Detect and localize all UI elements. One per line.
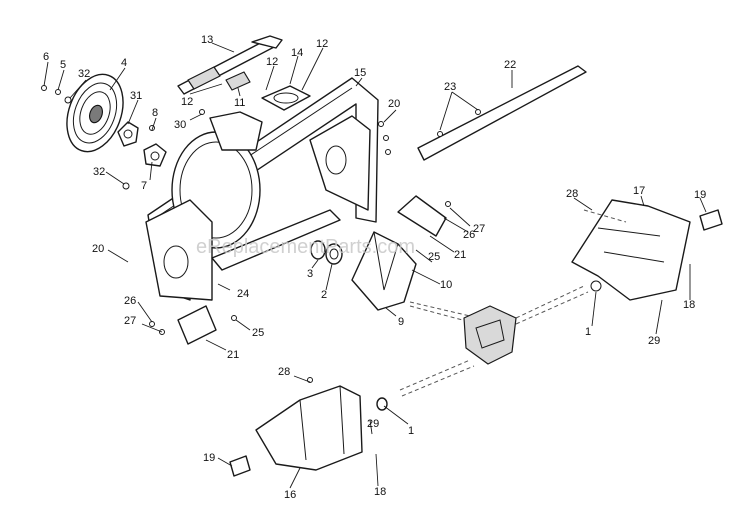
callout-21: 21 xyxy=(454,249,466,261)
callout-4: 4 xyxy=(121,57,127,69)
callout-25: 25 xyxy=(252,327,264,339)
callout-20: 20 xyxy=(92,243,104,255)
callout-labels: 6 5 32 4 13 14 12 12 12 11 15 31 30 8 7 … xyxy=(43,34,706,501)
callout-14: 14 xyxy=(291,47,303,59)
impeller[interactable] xyxy=(351,231,417,311)
callout-32: 32 xyxy=(78,68,90,80)
callout-32: 32 xyxy=(93,166,105,178)
callout-10: 10 xyxy=(440,279,452,291)
bolt-19-lower[interactable] xyxy=(229,455,251,477)
key-11[interactable] xyxy=(225,71,251,91)
callout-27: 27 xyxy=(124,315,136,327)
callout-1: 1 xyxy=(408,425,414,437)
bearing-bracket-right[interactable] xyxy=(571,199,691,301)
callout-26: 26 xyxy=(463,229,475,241)
callout-9: 9 xyxy=(398,316,404,328)
callout-22: 22 xyxy=(504,59,516,71)
callout-7: 7 xyxy=(141,180,147,192)
callout-31: 31 xyxy=(130,90,142,102)
callout-16: 16 xyxy=(284,489,296,501)
callout-11: 11 xyxy=(234,97,245,109)
callout-18: 18 xyxy=(374,486,386,498)
callout-30: 30 xyxy=(174,119,186,131)
leader-lines xyxy=(43,42,707,489)
callout-8: 8 xyxy=(152,107,158,119)
callout-12: 12 xyxy=(316,38,328,50)
callout-25: 25 xyxy=(428,251,440,263)
bolt-19-right[interactable] xyxy=(699,209,723,231)
side-plate-upper[interactable] xyxy=(397,195,451,237)
bearing-bracket-lower[interactable] xyxy=(255,377,388,471)
callout-18: 18 xyxy=(683,299,695,311)
gearbox[interactable] xyxy=(463,305,517,365)
callout-6: 6 xyxy=(43,51,49,63)
callout-29: 29 xyxy=(648,335,660,347)
auger-shaft xyxy=(399,285,589,397)
callout-27: 27 xyxy=(473,223,485,235)
washer-2[interactable] xyxy=(325,243,343,265)
callout-23: 23 xyxy=(444,81,456,93)
watermark-text: eReplacementParts.com xyxy=(196,236,415,258)
callout-12: 12 xyxy=(266,56,278,68)
callout-24: 24 xyxy=(237,288,249,300)
callout-13: 13 xyxy=(201,34,213,46)
callout-29: 29 xyxy=(367,418,379,430)
callout-19: 19 xyxy=(203,452,215,464)
callout-15: 15 xyxy=(354,67,366,79)
callout-26: 26 xyxy=(124,295,136,307)
washer-3[interactable] xyxy=(310,240,326,260)
plate-14[interactable] xyxy=(261,85,311,111)
callout-20: 20 xyxy=(388,98,400,110)
scraper-bar[interactable] xyxy=(417,65,587,161)
callout-1: 1 xyxy=(585,326,591,338)
callout-12: 12 xyxy=(181,96,193,108)
callout-3: 3 xyxy=(307,268,313,280)
callout-28: 28 xyxy=(566,188,578,200)
callout-5: 5 xyxy=(60,59,66,71)
side-plate-lower[interactable] xyxy=(149,305,237,345)
pulley[interactable] xyxy=(57,67,133,160)
bearing-7[interactable] xyxy=(143,143,167,167)
bearing-flange[interactable] xyxy=(117,121,139,147)
callout-21: 21 xyxy=(227,349,239,361)
callout-28: 28 xyxy=(278,366,290,378)
callout-2: 2 xyxy=(321,289,327,301)
shaft-assembly[interactable] xyxy=(177,35,283,95)
callout-17: 17 xyxy=(633,185,645,197)
callout-19: 19 xyxy=(694,189,706,201)
auger-housing[interactable] xyxy=(145,77,379,301)
